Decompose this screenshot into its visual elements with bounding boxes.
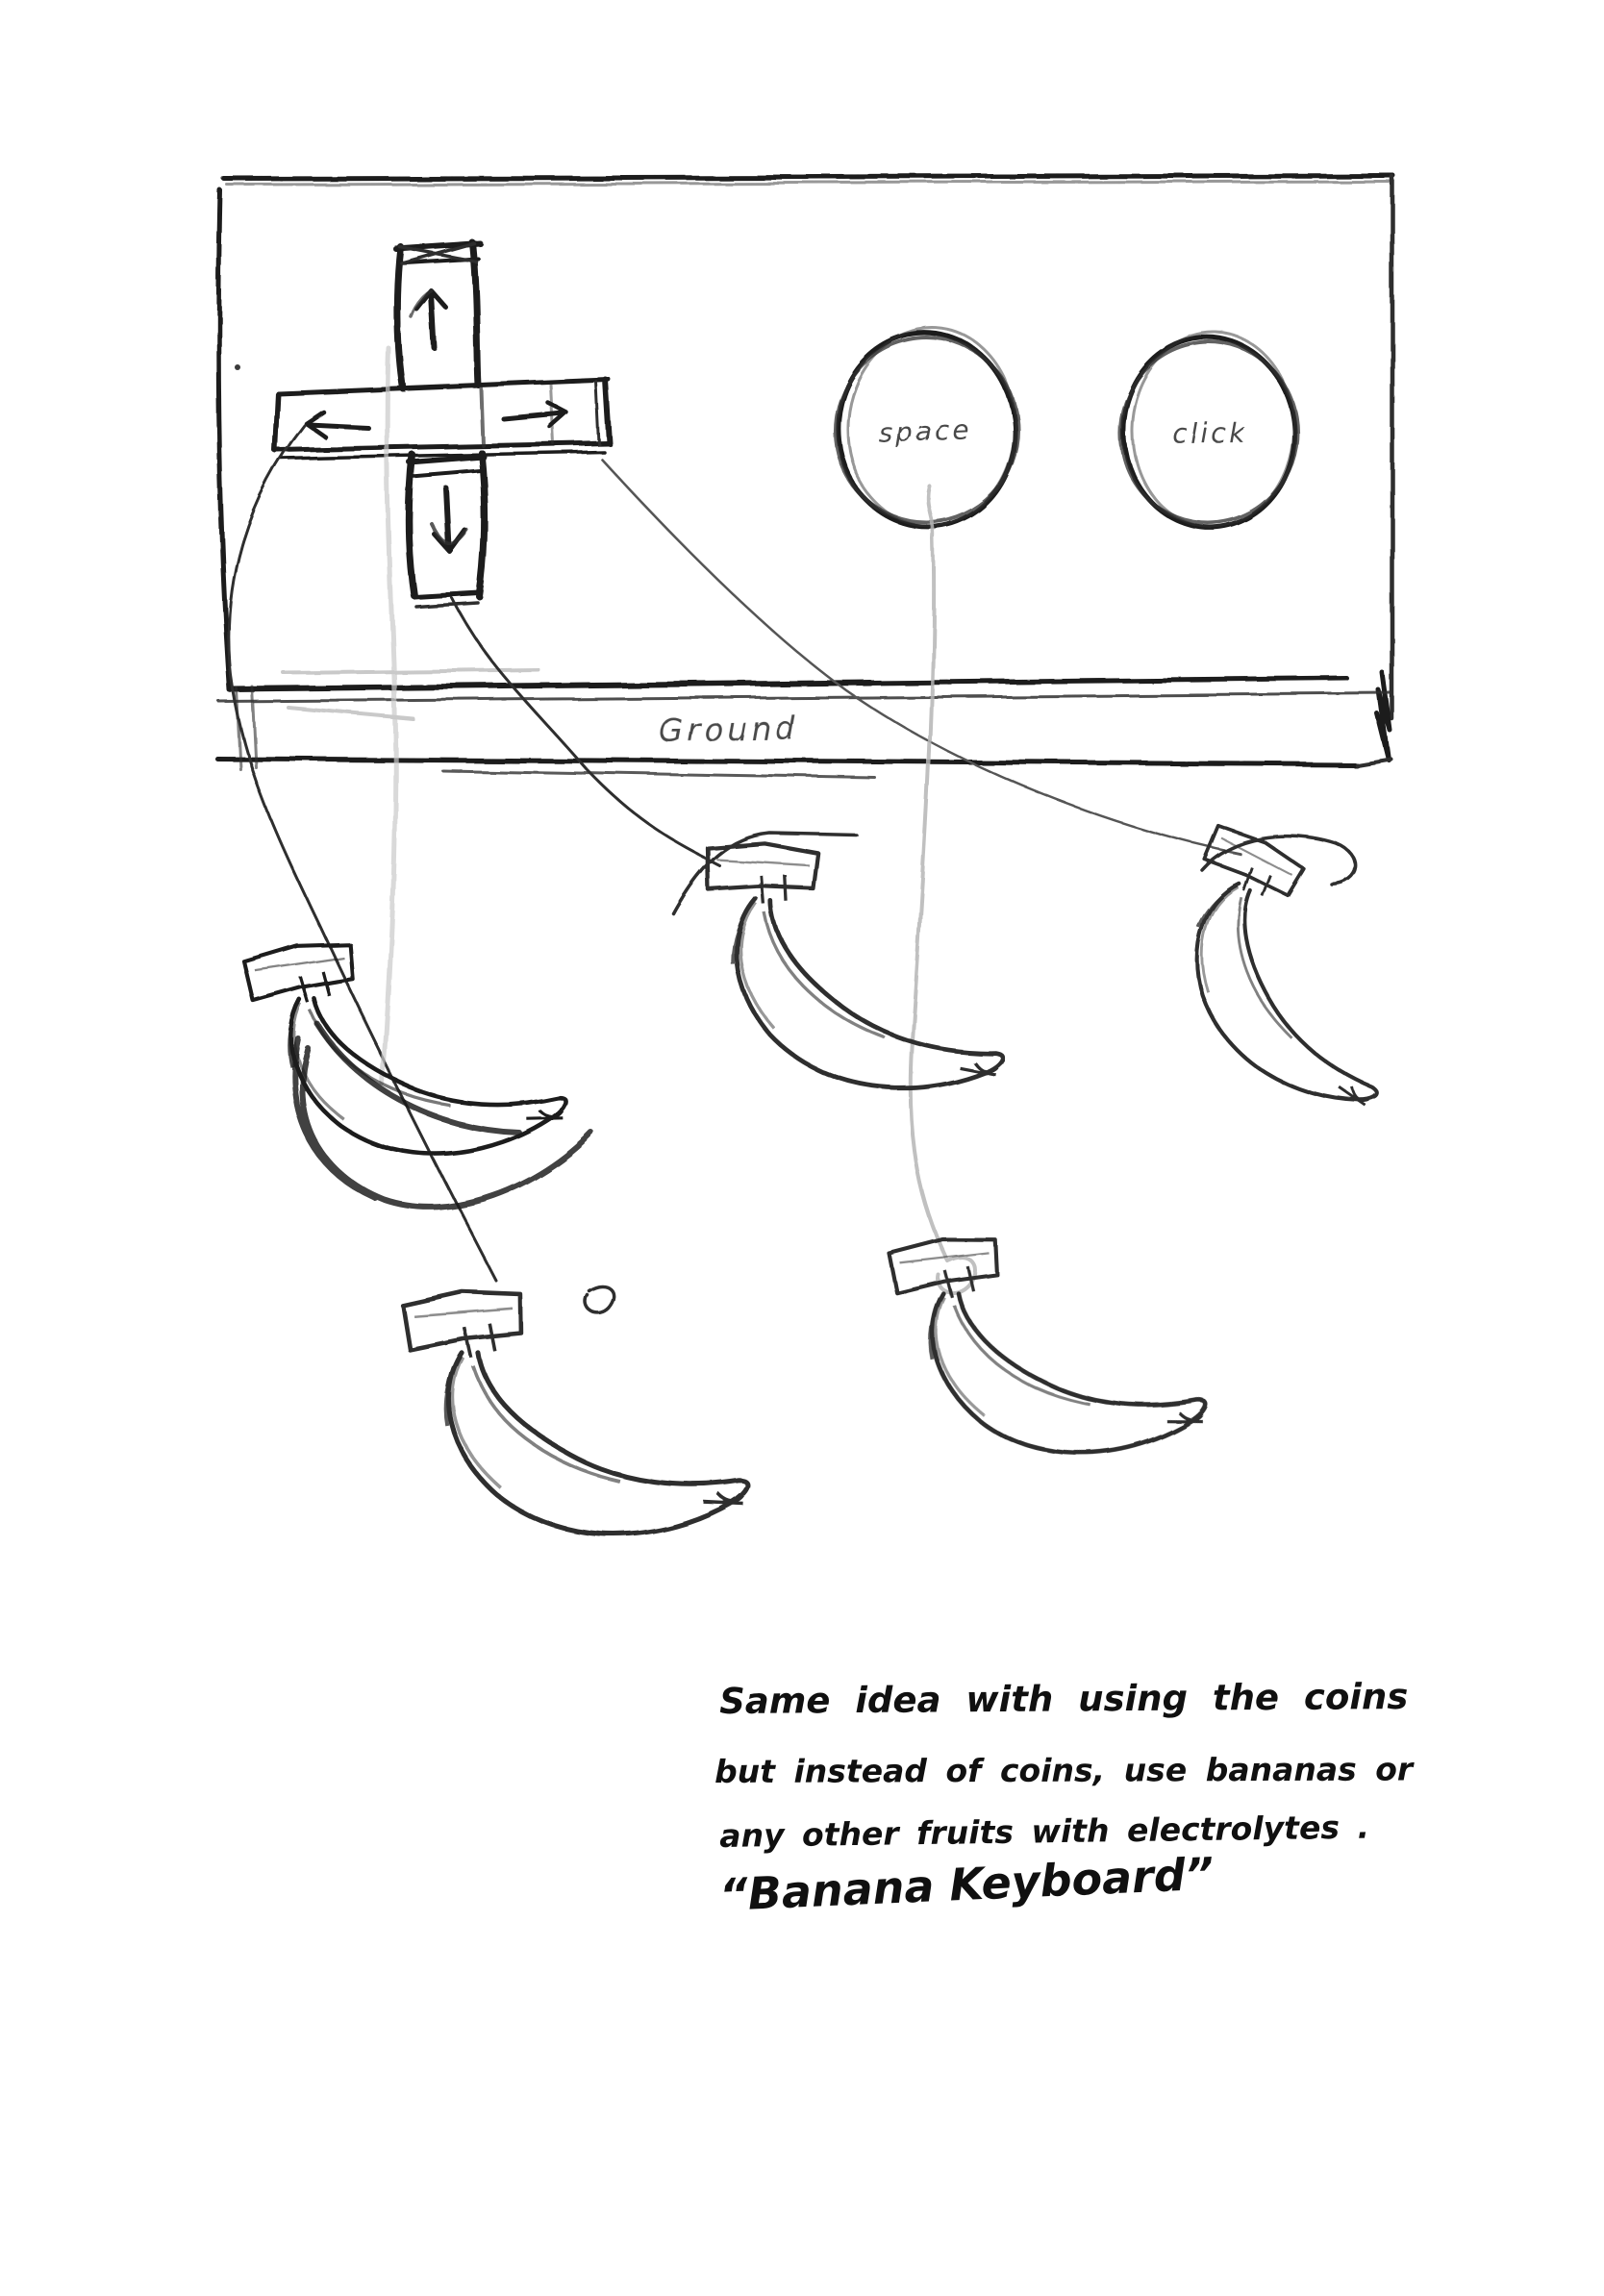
- ground-bar: [214, 668, 1394, 780]
- banana-right: [1116, 804, 1453, 1143]
- wires: [227, 345, 1242, 1295]
- wire-space-to-banana: [908, 484, 977, 1295]
- dpad-up-arrow-icon: [410, 288, 449, 351]
- dpad-left-arrow-icon: [303, 409, 370, 439]
- space-button-sketch: [832, 326, 1020, 530]
- space-button-label: space: [878, 413, 972, 448]
- click-button-label: click: [1172, 416, 1247, 449]
- board-outline: [215, 173, 1396, 762]
- banana-bottom-middle: [856, 1218, 1231, 1480]
- banana-bottom-left: [360, 1267, 779, 1569]
- dpad-down-arrow-icon: [430, 486, 469, 555]
- banana-middle-top: [645, 813, 1047, 1133]
- banana-left: [216, 926, 594, 1210]
- note-line-1: Same idea with using the coins: [719, 1676, 1409, 1722]
- wire-dpad-right-to-banana: [600, 458, 1242, 856]
- click-button-sketch: [1117, 331, 1300, 531]
- dpad-right-arrow-icon: [501, 400, 569, 430]
- wire-dpad-down-to-banana: [450, 596, 721, 867]
- dpad: [235, 238, 613, 609]
- wire-dpad-center-faint: [380, 345, 398, 1087]
- pencil-dot: [235, 364, 240, 370]
- note-line-2: but instead of coins, use bananas or: [714, 1750, 1414, 1790]
- banana-sketches: [216, 804, 1453, 1568]
- wire-left-arrow-to-bananas: [227, 423, 498, 1283]
- ground-label: Ground: [659, 710, 800, 750]
